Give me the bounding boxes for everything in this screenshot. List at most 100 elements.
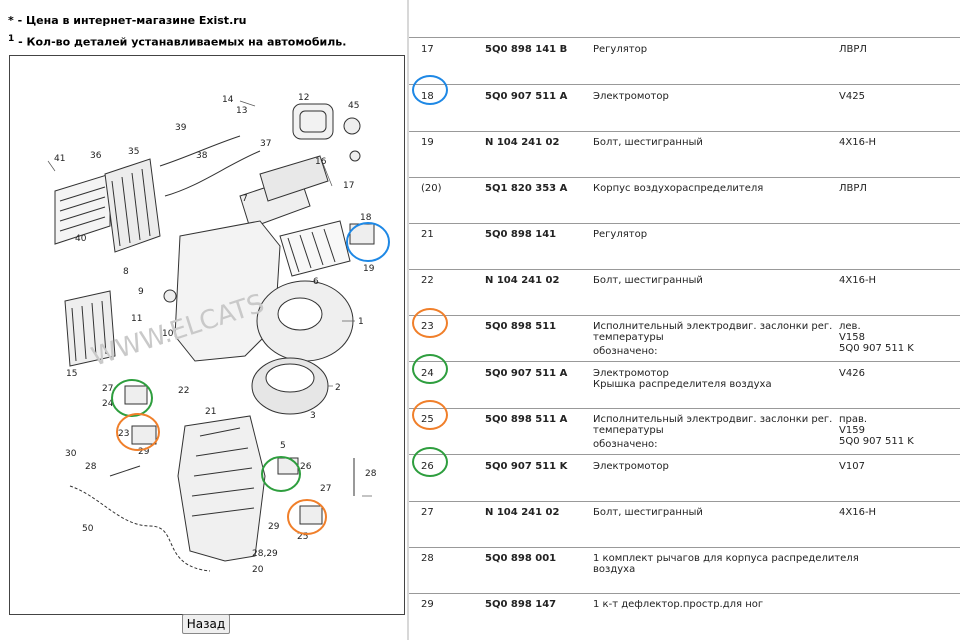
diagram-marker-blue	[346, 222, 390, 262]
diagram-label: 3	[310, 411, 316, 421]
row-part-number[interactable]: 5Q0 907 511 A	[485, 368, 568, 379]
row-part-number[interactable]: N 104 241 02	[485, 275, 560, 286]
row-description: Электромотор	[593, 91, 669, 102]
diagram-label: 15	[66, 369, 77, 379]
highlight-circle-orange	[412, 400, 448, 430]
row-description: 1 к-т дефлектор.простр.для ног	[593, 599, 764, 610]
cable-shape	[69, 485, 211, 572]
diagram-label: 30	[65, 449, 77, 459]
diagram-label: 14	[222, 95, 234, 105]
row-part-number[interactable]: 5Q0 898 141 B	[485, 44, 568, 55]
row-part-number[interactable]: 5Q0 898 511	[485, 321, 557, 332]
diagram-marker-green	[261, 456, 301, 492]
housing-shape	[174, 220, 281, 362]
diagram-label: 50	[82, 524, 94, 534]
row-note-line2: V158	[839, 332, 865, 343]
row-description: Регулятор	[593, 44, 648, 55]
exploded-parts-diagram: WWW.ELCATS 41 36 35 40 39 38 37 14 13 12…	[9, 55, 405, 615]
quantity-note-sup: 1	[8, 34, 15, 44]
table-row[interactable]: 27 N 104 241 02 Болт, шестигранный 4X16-…	[409, 501, 960, 548]
diagram-label: 25	[297, 532, 308, 542]
row-description-line3: обозначено:	[593, 346, 658, 357]
diagram-label: 17	[343, 181, 354, 191]
table-row[interactable]: 22 N 104 241 02 Болт, шестигранный 4X16-…	[409, 269, 960, 316]
row-position: 22	[421, 275, 434, 286]
diagram-label: 36	[90, 151, 102, 161]
table-row[interactable]: 21 5Q0 898 141 Регулятор	[409, 223, 960, 270]
row-description: Болт, шестигранный	[593, 507, 703, 518]
diagram-label: 16	[315, 157, 327, 167]
table-row[interactable]: 24 5Q0 907 511 A Электромотор Крышка рас…	[409, 362, 960, 409]
table-row[interactable]: 23 5Q0 898 511 Исполнительный электродви…	[409, 315, 960, 362]
row-note-line3: 5Q0 907 511 K	[839, 436, 914, 447]
row-part-number[interactable]: 5Q0 898 141	[485, 229, 557, 240]
diagram-label: 23	[118, 429, 129, 439]
row-part-number[interactable]: N 104 241 02	[485, 507, 560, 518]
table-row[interactable]: (20) 5Q1 820 353 A Корпус воздухораспред…	[409, 177, 960, 224]
heater-core-shape	[104, 158, 161, 253]
diagram-label: 45	[348, 101, 359, 111]
evaporator-shape	[54, 173, 111, 245]
diagram-svg: WWW.ELCATS 41 36 35 40 39 38 37 14 13 12…	[47, 93, 390, 575]
diagram-label: 11	[131, 314, 142, 324]
diagram-label: 24	[102, 399, 114, 409]
row-note: V425	[839, 91, 865, 102]
diagram-label: 22	[178, 386, 189, 396]
diagram-label: 35	[128, 147, 139, 157]
diagram-label: 39	[175, 123, 187, 133]
row-part-number[interactable]: 5Q0 898 147	[485, 599, 557, 610]
row-position: 29	[421, 599, 434, 610]
quantity-note-text: - Кол-во деталей устанавливаемых на авто…	[14, 35, 347, 49]
diagram-label: 29	[268, 522, 280, 532]
row-position: 21	[421, 229, 434, 240]
row-part-number[interactable]: 5Q0 907 511 K	[485, 461, 568, 472]
diagram-label: 26	[300, 462, 312, 472]
row-description: Болт, шестигранный	[593, 275, 703, 286]
diagram-marker-orange	[116, 413, 160, 451]
table-row[interactable]: 18 5Q0 907 511 A Электромотор V425	[409, 85, 960, 132]
diagram-label: 8	[123, 267, 129, 277]
panel-divider	[407, 0, 409, 640]
table-header-cell	[409, 0, 960, 38]
table-row[interactable]: 17 5Q0 898 141 B Регулятор ЛВРЛ	[409, 38, 960, 85]
row-note: V107	[839, 461, 865, 472]
diagram-label: 10	[162, 329, 174, 339]
row-note: ЛВРЛ	[839, 44, 867, 55]
diagram-label: 28,29	[252, 549, 278, 559]
diagram-label: 21	[205, 407, 216, 417]
row-part-number[interactable]: N 104 241 02	[485, 137, 560, 148]
diagram-label: 1	[358, 317, 364, 327]
row-note: 4X16-H	[839, 507, 877, 518]
row-position: 27	[421, 507, 434, 518]
diagram-label: 37	[260, 139, 271, 149]
table-row[interactable]: 25 5Q0 898 511 A Исполнительный электрод…	[409, 408, 960, 455]
table-row[interactable]: 28 5Q0 898 001 1 комплект рычагов для ко…	[409, 547, 960, 594]
diagram-label: 9	[138, 287, 144, 297]
row-part-number[interactable]: 5Q0 907 511 A	[485, 91, 568, 102]
diagram-label: 40	[75, 234, 87, 244]
back-button[interactable]: Назад	[182, 614, 230, 634]
price-note: * - Цена в интернет-магазине Exist.ru	[8, 14, 247, 27]
row-note-line3: 5Q0 907 511 K	[839, 343, 914, 354]
diagram-label: 12	[298, 93, 309, 103]
quantity-note: 1 - Кол-во деталей устанавливаемых на ав…	[8, 34, 346, 49]
row-part-number[interactable]: 5Q1 820 353 A	[485, 183, 568, 194]
row-position: (20)	[421, 183, 442, 194]
row-position: 28	[421, 553, 434, 564]
table-row[interactable]: 29 5Q0 898 147 1 к-т дефлектор.простр.дл…	[409, 593, 960, 639]
highlight-circle-green	[412, 447, 448, 477]
diagram-label: 28	[85, 462, 97, 472]
row-part-number[interactable]: 5Q0 898 511 A	[485, 414, 568, 425]
highlight-circle-green	[412, 354, 448, 384]
filter-shape	[279, 220, 351, 277]
table-row[interactable]: 19 N 104 241 02 Болт, шестигранный 4X16-…	[409, 131, 960, 178]
diagram-label: 13	[236, 106, 247, 116]
highlight-circle-blue	[412, 75, 448, 105]
diagram-label: 7	[242, 194, 248, 204]
row-description: 1 комплект рычагов для корпуса распредел…	[593, 553, 859, 564]
table-row[interactable]: 26 5Q0 907 511 K Электромотор V107	[409, 455, 960, 502]
diagram-label: 27	[102, 384, 113, 394]
row-part-number[interactable]: 5Q0 898 001	[485, 553, 557, 564]
row-position: 19	[421, 137, 434, 148]
row-description: Исполнительный электродвиг. заслонки рег…	[593, 321, 833, 332]
